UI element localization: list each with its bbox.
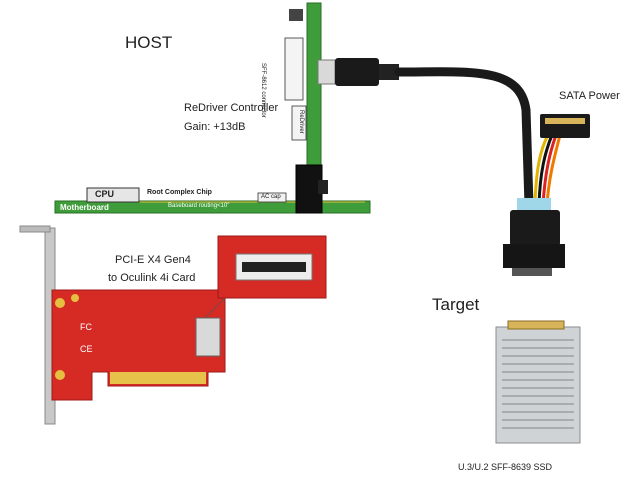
oculink-plug-metal — [317, 59, 336, 85]
redriver-controller-label: ReDriver Controller — [184, 102, 279, 114]
ssd-connector — [507, 320, 565, 330]
card-screw-bottom — [55, 370, 65, 380]
host-label: HOST — [125, 33, 173, 52]
pcie-gold-fingers — [110, 372, 206, 384]
pin-header — [289, 9, 303, 21]
sata-power-connector — [540, 114, 590, 138]
redriver-chip-block — [291, 105, 307, 141]
card-oculink-port — [195, 317, 221, 357]
cpu-chip — [86, 187, 140, 203]
sff8639-connector-body — [510, 210, 560, 246]
sata-power-label: SATA Power — [559, 90, 620, 102]
sata-wire-black — [537, 134, 554, 206]
cable-sleeves — [517, 198, 551, 210]
ssd-body — [495, 326, 581, 444]
sata-wire-orange — [545, 134, 562, 206]
sff8639-connector-head — [503, 244, 565, 268]
sata-wire-red — [541, 134, 558, 206]
baseboard-routing-label: Baseboard routing<10" — [168, 203, 230, 209]
sata-wire-yellow — [533, 134, 550, 206]
motherboard-label: Motherboard — [60, 203, 109, 212]
cpu-label: CPU — [95, 189, 115, 199]
card-title-line1: PCI-E X4 Gen4 — [115, 254, 191, 266]
sff8639-contacts — [512, 268, 552, 276]
card-mount-hole — [71, 294, 79, 302]
redriver-gain-label: Gain: +13dB — [184, 121, 246, 133]
ssd-caption: U.3/U.2 SFF-8639 SSD — [458, 462, 553, 472]
redriver-chip-label: ReDriver — [298, 110, 304, 134]
sff-connector-block — [284, 37, 304, 101]
port-zoom-slot — [242, 262, 306, 272]
oculink-cable — [394, 67, 534, 210]
card-title-line2: to Oculink 4i Card — [108, 272, 196, 284]
ac-cap-box — [257, 192, 287, 203]
ssd-heatsink-fins — [502, 339, 574, 429]
card-screw-top — [55, 298, 65, 308]
root-complex-label: Root Complex Chip — [147, 189, 212, 196]
fcc-mark: FC — [80, 322, 92, 332]
oculink-plug-body — [335, 58, 379, 86]
oculink-strain-relief — [379, 64, 399, 80]
ac-cap-label: AC cap — [261, 194, 281, 200]
sff-connector-label: SFF-8612 connector — [260, 63, 266, 118]
ce-mark: CE — [80, 344, 93, 354]
target-label: Target — [432, 295, 480, 314]
sata-contacts — [545, 118, 585, 124]
inset-leader-line — [204, 297, 226, 319]
motherboard-board — [54, 200, 371, 214]
bracket-tab — [19, 225, 51, 233]
slot-lever — [318, 180, 328, 194]
